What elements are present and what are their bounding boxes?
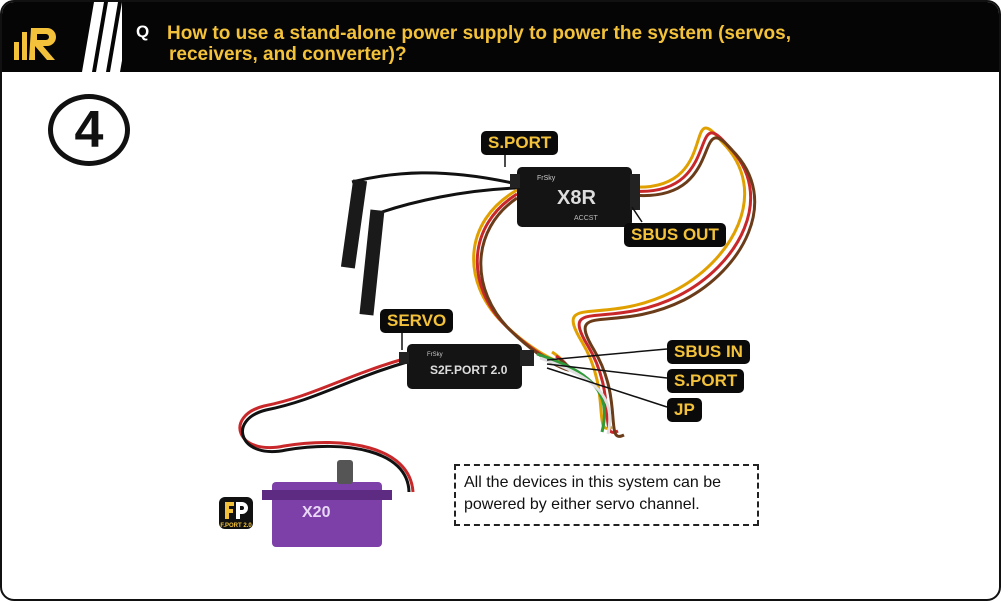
info-note: All the devices in this system can be po… <box>454 464 759 526</box>
converter-brand: FrSky <box>427 352 443 358</box>
fport-badge-icon: F.PORT 2.0 <box>219 497 253 529</box>
page-title: How to use a stand-alone power supply to… <box>167 23 967 65</box>
x8r-receiver: FrSky X8R ACCST <box>510 167 640 227</box>
servo-device: X20 <box>262 460 392 547</box>
wiring-diagram: FrSky X8R ACCST FrSky S2F.PORT 2.0 X20 <box>234 126 757 547</box>
pointer-lines <box>401 152 668 408</box>
servo-model: X20 <box>302 504 331 521</box>
label-jp: JP <box>667 398 702 422</box>
antenna-wires <box>340 171 518 316</box>
servo-cables <box>234 126 757 493</box>
step-number-badge: 4 <box>48 94 130 166</box>
label-sbus-out: SBUS OUT <box>624 223 726 247</box>
receiver-model: X8R <box>557 187 596 209</box>
label-sbus-in: SBUS IN <box>667 340 750 364</box>
receiver-sub: ACCST <box>574 215 598 222</box>
converter-model: S2F.PORT 2.0 <box>430 363 508 377</box>
sbus-fport-converter: FrSky S2F.PORT 2.0 <box>399 344 534 389</box>
label-sport-receiver: S.PORT <box>481 131 559 155</box>
title-line-1: How to use a stand-alone power supply to… <box>167 23 791 44</box>
frsky-logo-icon <box>14 28 56 60</box>
fport-badge-text: F.PORT 2.0 <box>220 523 252 529</box>
label-sport-converter: S.PORT <box>667 369 745 393</box>
label-servo: SERVO <box>380 309 454 333</box>
header-stripes-icon <box>82 2 122 72</box>
receiver-brand: FrSky <box>537 175 556 182</box>
question-marker: Q <box>136 22 150 41</box>
title-line-2: receivers, and converter)? <box>169 44 407 65</box>
header-bar: Q How to use a stand-alone power supply … <box>2 2 999 72</box>
